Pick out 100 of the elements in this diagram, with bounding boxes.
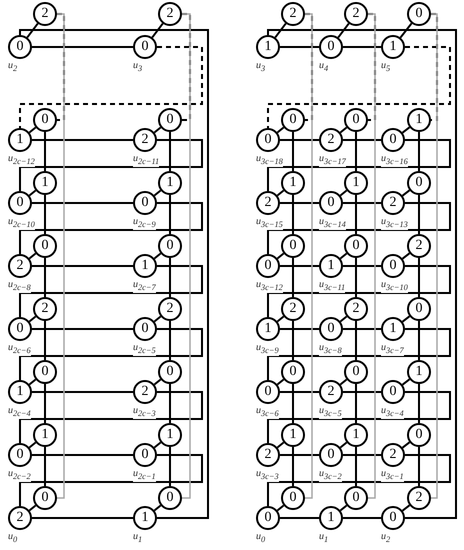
vertex-label: u$_{3c−15}$ bbox=[256, 216, 283, 230]
vertex-label: u$_{2c−10}$ bbox=[8, 216, 35, 230]
vertex-label: u$_{3c−8}$ bbox=[319, 342, 342, 356]
vertex-label: u$_{3}$ bbox=[133, 60, 142, 74]
graph-edge bbox=[280, 454, 319, 456]
vertex-circle: 0 bbox=[407, 171, 431, 195]
vertex-circle: 2 bbox=[381, 443, 405, 467]
graph-edge bbox=[431, 13, 438, 499]
graph-edge bbox=[343, 391, 381, 393]
vertex-label: u$_{3c−16}$ bbox=[381, 153, 408, 167]
graph-edge bbox=[267, 46, 451, 128]
vertex-label: u$_{2c−8}$ bbox=[8, 279, 31, 293]
graph-edge bbox=[44, 258, 46, 297]
graph-edge bbox=[355, 195, 357, 234]
graph-edge bbox=[292, 447, 294, 486]
graph-edge bbox=[402, 316, 410, 322]
vertex-circle: 1 bbox=[407, 108, 431, 132]
vertex-circle: 2 bbox=[8, 254, 32, 278]
graph-edge bbox=[44, 321, 46, 360]
graph-edge bbox=[267, 328, 451, 380]
vertex-circle: 0 bbox=[281, 486, 305, 510]
graph-edge bbox=[276, 378, 284, 386]
graph-edge bbox=[276, 316, 284, 322]
graph-edge bbox=[276, 442, 284, 448]
graph-edge bbox=[402, 252, 410, 260]
vertex-circle: 2 bbox=[133, 128, 157, 152]
graph-edge bbox=[418, 132, 420, 171]
graph-edge bbox=[340, 126, 348, 134]
vertex-circle: 0 bbox=[133, 35, 157, 59]
vertex-label: u$_{0}$ bbox=[8, 531, 18, 545]
vertex-circle: 0 bbox=[256, 380, 280, 404]
graph-edge bbox=[343, 139, 381, 141]
graph-edge bbox=[19, 46, 203, 128]
vertex-label: u$_{2c−9}$ bbox=[133, 216, 156, 230]
graph-edge bbox=[19, 139, 203, 191]
vertex-label: u$_{3c−4}$ bbox=[381, 405, 404, 419]
graph-edge bbox=[28, 126, 36, 134]
graph-edge bbox=[44, 132, 46, 171]
vertex-circle: 0 bbox=[344, 360, 368, 384]
graph-edge bbox=[267, 139, 451, 191]
graph-edge bbox=[169, 384, 171, 423]
graph-edge bbox=[280, 391, 319, 393]
vertex-label: u$_{1}$ bbox=[133, 531, 142, 545]
vertex-label: u$_{2c−2}$ bbox=[8, 468, 31, 482]
vertex-label: u$_{1}$ bbox=[319, 531, 328, 545]
graph-edge bbox=[402, 126, 410, 134]
vertex-circle: 2 bbox=[33, 297, 57, 321]
vertex-circle: 0 bbox=[319, 191, 343, 215]
graph-edge bbox=[402, 378, 410, 386]
graph-edge bbox=[44, 195, 46, 234]
vertex-label: u$_{3c−3}$ bbox=[256, 468, 279, 482]
graph-edge bbox=[418, 195, 420, 234]
graph-edge bbox=[267, 202, 451, 254]
vertex-circle: 2 bbox=[158, 2, 182, 26]
graph-edge bbox=[292, 258, 294, 297]
graph-edge bbox=[276, 126, 284, 134]
graph-edge bbox=[418, 384, 420, 423]
graph-edge bbox=[343, 517, 381, 519]
vertex-circle: 0 bbox=[33, 360, 57, 384]
graph-edge bbox=[343, 328, 381, 330]
vertex-label: u$_{2c−6}$ bbox=[8, 342, 31, 356]
vertex-circle: 1 bbox=[33, 171, 57, 195]
vertex-label: u$_{2c−5}$ bbox=[133, 342, 156, 356]
graph-edge bbox=[276, 190, 284, 196]
graph-edge bbox=[154, 378, 162, 386]
vertex-circle: 0 bbox=[319, 317, 343, 341]
vertex-circle: 1 bbox=[344, 171, 368, 195]
vertex-circle: 1 bbox=[33, 423, 57, 447]
graph-edge bbox=[169, 258, 171, 297]
graph-edge bbox=[280, 265, 319, 267]
vertex-circle: 2 bbox=[319, 380, 343, 404]
vertex-circle: 0 bbox=[256, 506, 280, 530]
graph-edge bbox=[19, 391, 203, 443]
vertex-circle: 0 bbox=[344, 234, 368, 258]
graph-edge bbox=[169, 447, 171, 486]
graph-edge bbox=[400, 22, 412, 38]
vertex-circle: 0 bbox=[8, 191, 32, 215]
graph-edge bbox=[32, 391, 133, 393]
graph-edge bbox=[280, 328, 319, 330]
graph-edge bbox=[32, 202, 133, 204]
vertex-label: u$_{5}$ bbox=[381, 60, 390, 74]
vertex-circle: 0 bbox=[381, 128, 405, 152]
vertex-label: u$_{2c−7}$ bbox=[133, 279, 156, 293]
vertex-circle: 0 bbox=[407, 423, 431, 447]
graph-edge bbox=[402, 504, 410, 512]
vertex-label: u$_{3c−17}$ bbox=[319, 153, 346, 167]
vertex-circle: 2 bbox=[256, 191, 280, 215]
vertex-circle: 2 bbox=[281, 297, 305, 321]
vertex-circle: 1 bbox=[256, 317, 280, 341]
vertex-label: u$_{0}$ bbox=[256, 531, 266, 545]
vertex-circle: 0 bbox=[319, 35, 343, 59]
graph-edge bbox=[28, 378, 36, 386]
graph-edge bbox=[32, 265, 133, 267]
vertex-circle: 0 bbox=[344, 108, 368, 132]
graph-edge bbox=[154, 316, 162, 322]
vertex-circle: 0 bbox=[344, 486, 368, 510]
graph-edge bbox=[418, 447, 420, 486]
graph-edge bbox=[368, 13, 376, 499]
vertex-circle: 1 bbox=[133, 254, 157, 278]
vertex-label: u$_{3c−9}$ bbox=[256, 342, 279, 356]
